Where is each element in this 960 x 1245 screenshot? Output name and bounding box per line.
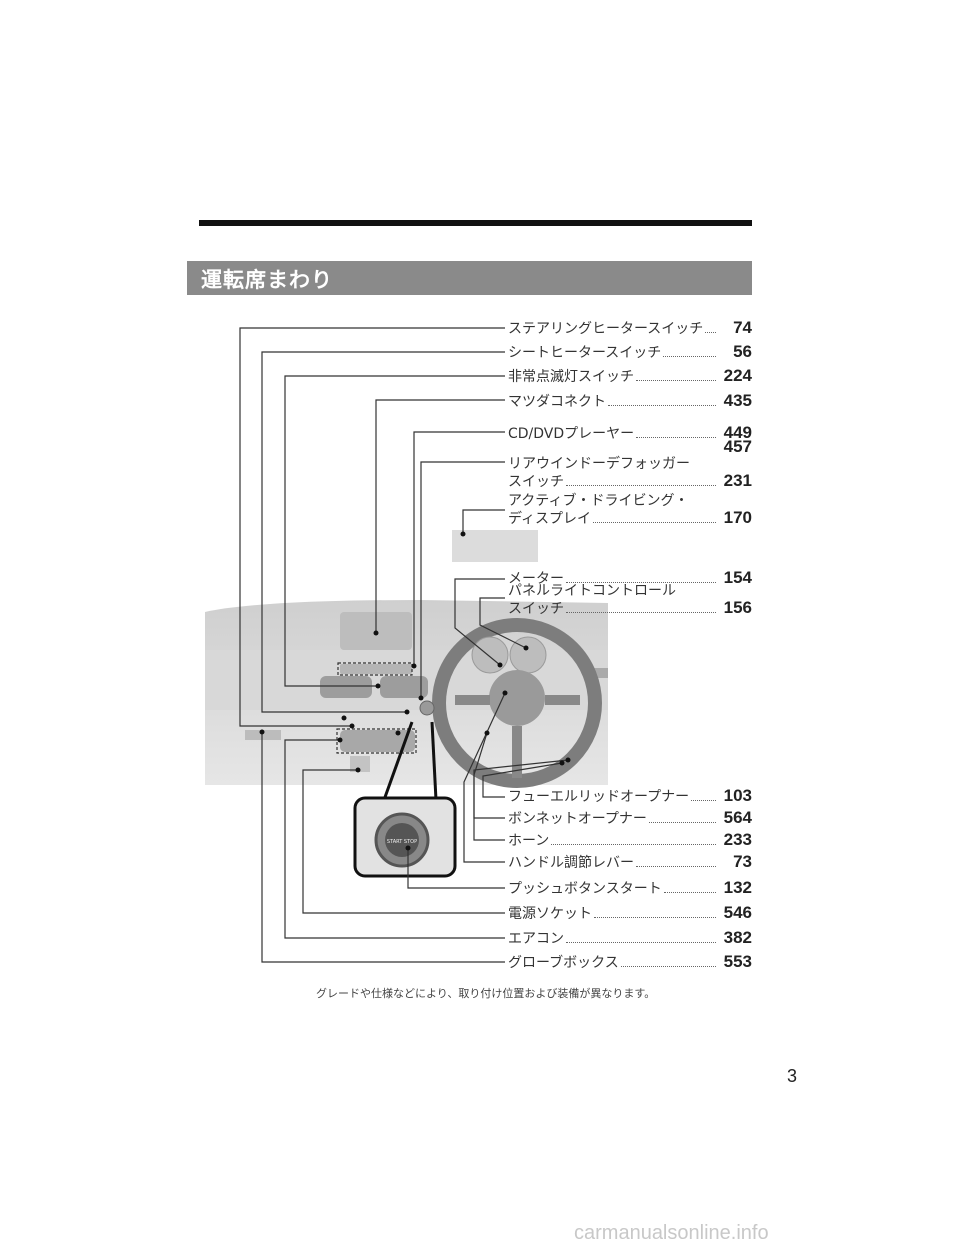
leader-lines — [239, 327, 569, 963]
steering-wheel — [432, 618, 602, 788]
glovebox-handle — [245, 730, 281, 740]
leader-dots — [259, 531, 571, 851]
watermark: carmanualsonline.info — [574, 1222, 769, 1244]
cd-slot — [340, 664, 412, 674]
page-number: 3 — [787, 1066, 798, 1086]
start-button-text: START STOP — [387, 839, 417, 845]
active-driving-display-image — [452, 530, 538, 562]
footnote: グレードや仕様などにより、取り付け位置および装備が異なります。 — [316, 987, 656, 1000]
socket-area — [350, 756, 370, 772]
vent-right — [380, 676, 428, 698]
vent-left — [320, 676, 372, 698]
start-button-inset: START STOP — [353, 700, 457, 878]
callout-cd-dvd-page2[interactable]: 457 — [723, 437, 752, 456]
section-header: 運転席まわり — [187, 261, 752, 295]
header-rule — [199, 220, 752, 226]
climate-panel — [340, 730, 415, 752]
section-title: 運転席まわり — [201, 268, 333, 292]
